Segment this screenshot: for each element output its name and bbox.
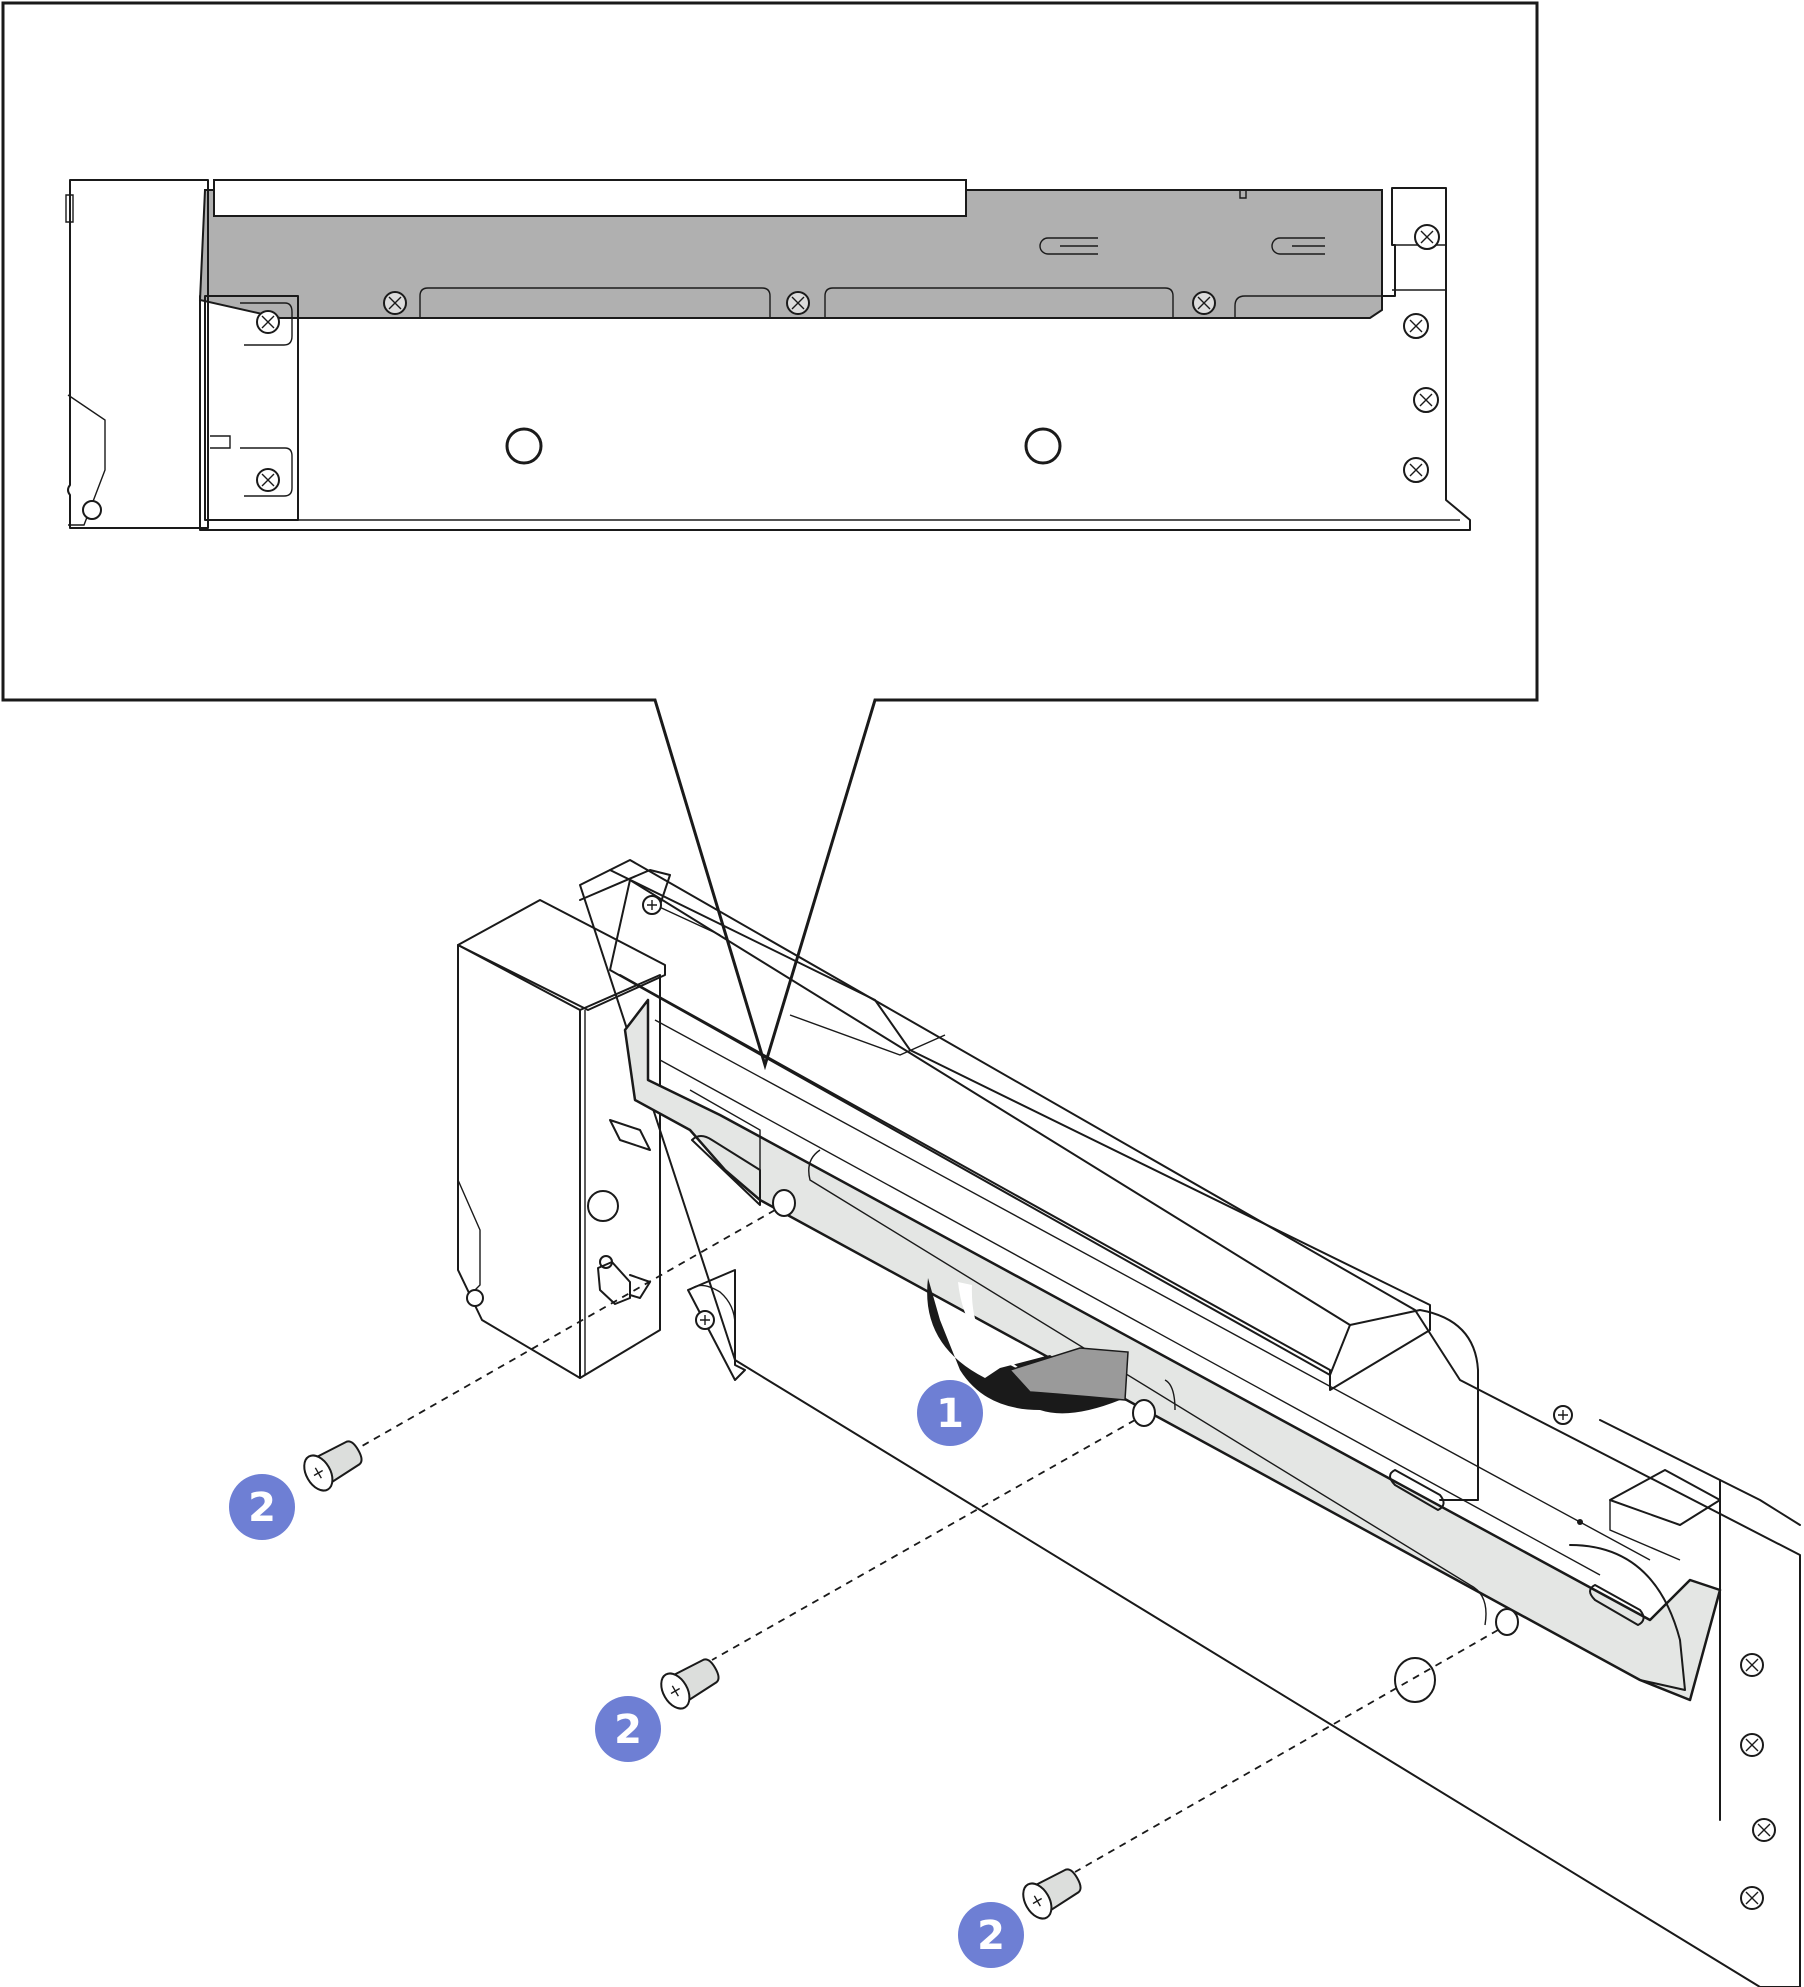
screw-icon (1413, 387, 1439, 413)
rail-hole (505, 427, 543, 465)
bracket-iso (623, 998, 1722, 1702)
latch-handle (65, 179, 209, 529)
screw-icon (1553, 1405, 1573, 1425)
screw-icon (303, 1440, 363, 1492)
screw-icon (695, 1310, 715, 1330)
svg-text:2: 2 (248, 1485, 276, 1531)
bracket-screw-hole (1495, 1608, 1519, 1636)
screw-icon (1740, 1653, 1764, 1677)
bracket-screw-hole (772, 1189, 796, 1217)
zoom-callout-frame (1, 1, 1539, 1071)
server-chassis-iso (579, 859, 1801, 1987)
screw-icon (383, 291, 407, 315)
step-2-callout: 2 (958, 1902, 1024, 1968)
svg-text:1: 1 (936, 1391, 964, 1437)
screw-icon (1022, 1868, 1082, 1920)
zoomed-rail-top-view (65, 179, 1471, 531)
step-2-callout: 2 (595, 1696, 661, 1762)
svg-text:2: 2 (614, 1707, 642, 1753)
bracket-top-view (198, 179, 1383, 319)
screw-icon (1192, 291, 1216, 315)
screw-icon (1403, 457, 1429, 483)
rail-end-plate (204, 295, 299, 521)
step-1-callout: 1 (917, 1380, 983, 1446)
screw-icon (256, 468, 280, 492)
step-2-callout: 2 (229, 1474, 295, 1540)
screw-icon (1403, 313, 1429, 339)
screw-guide-lines (354, 1209, 1499, 1873)
screw-icon (1740, 1886, 1764, 1910)
curved-arrow-icon (927, 1278, 1129, 1414)
screw-icon (660, 1658, 720, 1710)
screw-icon (256, 310, 280, 334)
screw-icon (1414, 224, 1440, 250)
screw-icon (786, 291, 810, 315)
screw-icon (1752, 1818, 1776, 1842)
rail-left-flange (687, 1269, 746, 1381)
screw-icon (642, 895, 662, 915)
svg-text:2: 2 (977, 1913, 1005, 1959)
latch-handle-iso (457, 899, 666, 1379)
rail-hole (1024, 427, 1062, 465)
screw-icon (1740, 1733, 1764, 1757)
bracket-screw-hole (1132, 1399, 1156, 1427)
